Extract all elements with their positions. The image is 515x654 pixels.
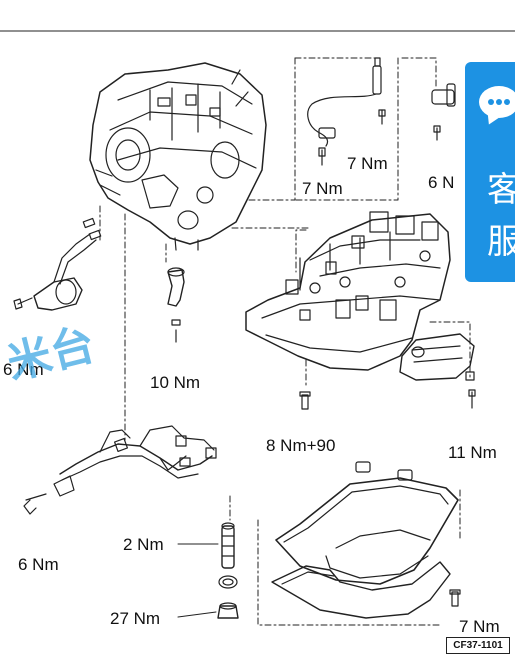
service-label-top: 客 [487, 170, 515, 210]
torque-label-left-connector: 6 Nm [3, 360, 44, 379]
chat-bubble-icon [479, 86, 515, 118]
speed-sensor-top [307, 57, 386, 166]
right-sensor [431, 83, 456, 141]
oil-filter [399, 333, 476, 409]
torque-label-sensor-bolt-lower: 7 Nm [302, 179, 343, 198]
figure-code-box: CF37-1101 [446, 637, 510, 654]
transmission-housing [89, 62, 267, 251]
wiring-harness [23, 425, 217, 515]
customer-service-widget[interactable]: 客 服 [465, 62, 515, 282]
oil-pipe [167, 267, 185, 343]
torque-label-filter-bolt: 11 Nm [448, 443, 497, 462]
service-label-bottom: 服 [487, 222, 515, 262]
valve-body [245, 211, 451, 410]
torque-label-pan-bolt: 7 Nm [459, 617, 500, 636]
oil-pan [271, 461, 461, 619]
torque-label-valve-body-bolt: 8 Nm+90 [266, 436, 336, 455]
torque-label-drain-plug: 27 Nm [110, 609, 161, 628]
torque-label-harness-bolt: 6 Nm [18, 555, 59, 574]
leader-lines [99, 57, 471, 626]
left-connector [13, 217, 102, 311]
torque-label-sensor-bolt-top: 7 Nm [347, 154, 388, 173]
torque-label-right-sensor: 6 N [428, 173, 455, 192]
drain-plug-assembly [177, 522, 239, 619]
torque-label-pipe-bolt: 10 Nm [150, 373, 201, 392]
torque-label-drain-plug-sleeve: 2 Nm [123, 535, 164, 554]
